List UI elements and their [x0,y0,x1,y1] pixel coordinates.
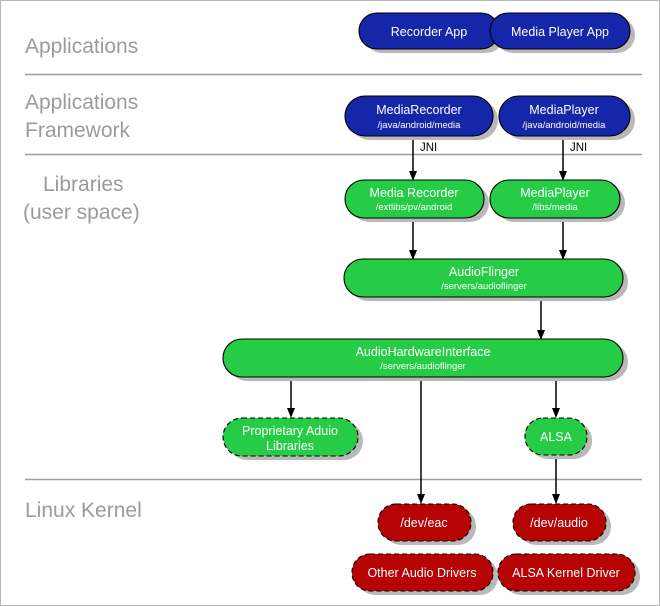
node-recorder-app[interactable]: Recorder App [358,12,504,53]
connector-mediarecorder-fw-to-lib [409,138,417,181]
node-mediarecorder-framework-sub: /java/android/media [378,120,462,131]
node-audiohardwareinterface[interactable]: AudioHardwareInterface /servers/audiofli… [222,338,628,381]
node-mediarecorder-framework[interactable]: MediaRecorder /java/android/media [344,95,498,140]
section-label-applications: Applications [25,35,138,58]
node-mediaplayer-framework[interactable]: MediaPlayer /java/android/media [498,95,635,140]
connector-ahi-to-alsa [552,376,560,418]
section-label-applications-framework-line2: Framework [25,119,131,142]
node-dev-audio[interactable]: /dev/audio [512,503,611,545]
node-mediaplayer-framework-sub: /java/android/media [523,120,607,131]
section-label-applications-framework-line1: Applications [25,91,138,114]
edge-label-jni-right: JNI [570,142,587,154]
connector-alsa-to-dev-audio [552,457,560,504]
node-media-player-app[interactable]: Media Player App [489,12,635,53]
node-alsa[interactable]: ALSA [524,417,592,459]
node-other-audio-drivers-label: Other Audio Drivers [367,566,476,580]
node-mediarecorder-framework-box [344,95,494,137]
node-mediaplayer-library-box [489,179,621,219]
node-mediaplayer-framework-title: MediaPlayer [529,103,598,117]
node-media-recorder-library[interactable]: Media Recorder /extlibs/pv/android [344,179,489,222]
node-alsa-kernel-driver[interactable]: ALSA Kernel Driver [497,553,640,595]
node-audiohardwareinterface-box [222,338,624,378]
edge-label-jni-left: JNI [420,142,437,154]
connector-mediaplayer-fw-to-lib [559,138,567,181]
connector-audioflinger-to-audiohardwareinterface [537,297,545,340]
node-alsa-label: ALSA [540,430,573,444]
node-mediaplayer-framework-box [498,95,631,137]
node-audioflinger[interactable]: AudioFlinger /servers/audioflinger [343,258,628,301]
section-label-linux-kernel: Linux Kernel [25,499,142,522]
section-label-libraries-line1: Libraries [43,173,124,196]
connector-mediarecorder-lib-to-audioflinger [409,220,417,260]
node-audioflinger-title: AudioFlinger [449,265,519,279]
node-dev-eac[interactable]: /dev/eac [377,503,476,545]
node-media-recorder-library-title: Media Recorder [370,186,459,200]
connector-ahi-to-proprietary-libraries [287,376,295,418]
node-dev-audio-label: /dev/audio [530,516,588,530]
node-other-audio-drivers-box [351,553,494,592]
node-dev-audio-box [512,503,607,542]
node-alsa-kernel-driver-label: ALSA Kernel Driver [512,566,620,580]
node-proprietary-audio-libraries-box [222,417,359,457]
node-media-player-app-box [489,12,631,50]
node-alsa-box [524,417,588,456]
node-dev-eac-box [377,503,472,542]
node-media-recorder-library-box [344,179,485,219]
node-media-recorder-library-sub: /extlibs/pv/android [376,202,453,213]
node-mediaplayer-library[interactable]: MediaPlayer /libs/media [489,179,625,222]
node-proprietary-audio-libraries[interactable]: Proprietary Aduio Libraries [222,417,363,460]
node-mediaplayer-library-title: MediaPlayer [520,186,589,200]
node-media-player-app-label: Media Player App [511,25,609,39]
node-audiohardwareinterface-title: AudioHardwareInterface [356,345,491,359]
node-proprietary-audio-libraries-sub: Libraries [266,439,314,453]
connector-ahi-to-dev-eac [417,376,425,504]
node-dev-eac-label: /dev/eac [400,516,447,530]
node-mediaplayer-library-sub: /libs/media [532,202,578,213]
node-proprietary-audio-libraries-title: Proprietary Aduio [242,424,338,438]
node-audioflinger-box [343,258,624,298]
node-audioflinger-sub: /servers/audioflinger [441,281,527,292]
node-audiohardwareinterface-sub: /servers/audioflinger [380,361,466,372]
section-label-libraries-line2: (user space) [23,201,140,224]
node-recorder-app-label: Recorder App [391,25,467,39]
connector-mediaplayer-lib-to-audioflinger [559,220,567,260]
node-mediarecorder-framework-title: MediaRecorder [376,103,461,117]
node-alsa-kernel-driver-box [497,553,636,592]
node-other-audio-drivers[interactable]: Other Audio Drivers [351,553,498,595]
